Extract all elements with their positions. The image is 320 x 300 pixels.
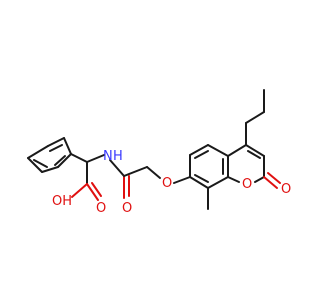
bond-ch2-ether-o (146, 166, 161, 179)
nitrogen-label: N (103, 149, 113, 164)
coumarin-benzene-ring (189, 144, 229, 189)
phenyl-ring (27, 137, 72, 173)
bond-propyl-2 (245, 111, 265, 124)
amide-oxygen-label: O (122, 201, 132, 216)
bond-lactone-co-a (263, 176, 278, 189)
bond-amide-ch2 (123, 166, 148, 177)
lactone-carbonyl-oxygen-label: O (281, 182, 291, 197)
bond-acid-c-o-double-a (86, 183, 99, 201)
nitrogen-hydrogen-label: H (113, 149, 123, 164)
bond-alpha-n (86, 154, 105, 163)
pyrone-ring (227, 144, 265, 183)
ether-oxygen-label: O (162, 176, 172, 191)
hydroxyl-label: OH (52, 194, 72, 209)
molecule-structure: N H OH O O O O O (27, 89, 291, 216)
acid-carbonyl-oxygen-label: O (96, 201, 106, 216)
bond-acid-c-oh (71, 183, 88, 198)
bond-n-amide-c (109, 159, 125, 177)
ring-oxygen-label: O (242, 177, 252, 192)
bond-ether-o-ring (173, 176, 191, 184)
bond-lactone-co-b (267, 172, 281, 184)
bond-phenyl-alpha (70, 153, 88, 163)
bond-acid-c-o-double-b (91, 182, 102, 197)
